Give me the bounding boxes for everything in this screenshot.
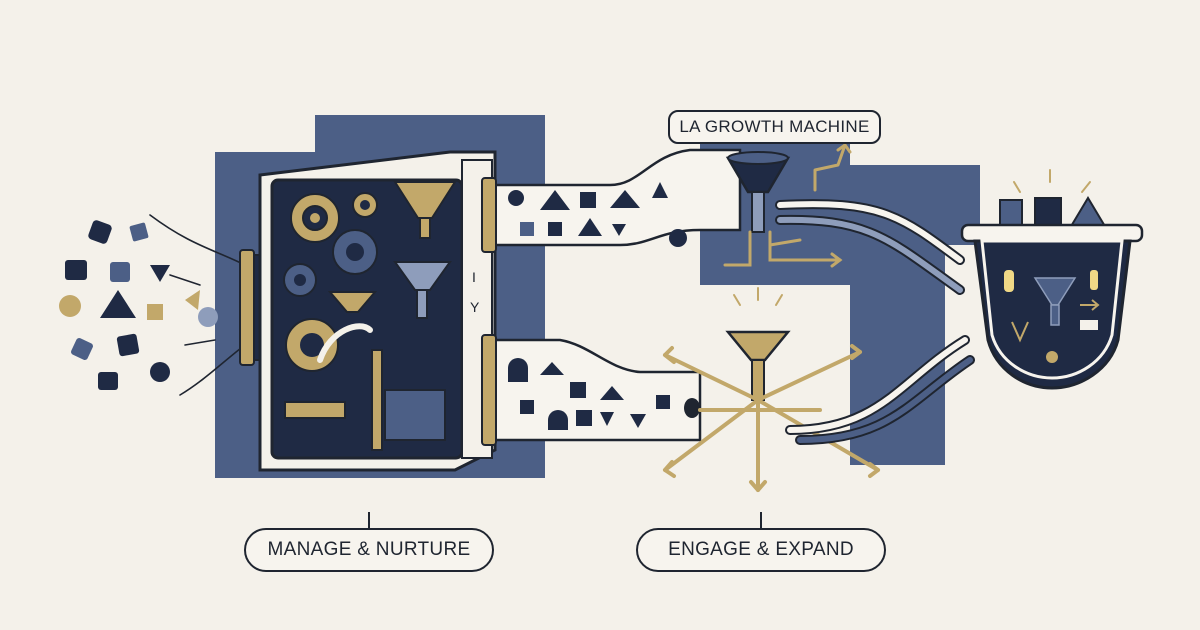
funnel-icon <box>725 151 791 233</box>
bg-block-left-top <box>315 115 545 155</box>
input-shapes <box>59 220 218 390</box>
brand-label: LA GROWTH MACHINE <box>668 110 881 144</box>
arrow-up-icon <box>813 143 852 192</box>
machine-lever <box>317 323 373 363</box>
funnel-icon <box>393 261 452 319</box>
upper-conveyor-shapes <box>508 182 687 247</box>
gear-icon <box>332 229 378 275</box>
upper-conveyor <box>481 148 742 253</box>
branch-arrows <box>723 230 843 268</box>
machine-drawer <box>384 389 446 441</box>
funnel-icon <box>1033 277 1077 326</box>
funnel-icon <box>393 181 457 239</box>
burst-lines <box>733 287 783 306</box>
gear-icon <box>283 263 317 297</box>
output-pipes <box>775 199 975 445</box>
manage-nurture-label: MANAGE & NURTURE <box>244 528 494 572</box>
machine-inlet-rim <box>239 249 255 366</box>
machine-pipe <box>371 349 383 451</box>
gear-icon <box>285 318 339 372</box>
machine-anvil <box>284 401 346 419</box>
svg-text:I: I <box>472 269 476 285</box>
input-flow-lines <box>149 214 246 396</box>
bucket-shine-lines <box>1013 169 1091 193</box>
bucket-glow-icons <box>1004 270 1100 363</box>
svg-text:Y: Y <box>470 299 480 315</box>
lower-conveyor <box>481 334 702 446</box>
funnel-icon <box>327 291 378 313</box>
engage-expand-label: ENGAGE & EXPAND <box>636 528 886 572</box>
lower-conveyor-shapes <box>508 358 700 430</box>
gear-icon <box>352 192 378 218</box>
gear-icon <box>290 193 340 243</box>
